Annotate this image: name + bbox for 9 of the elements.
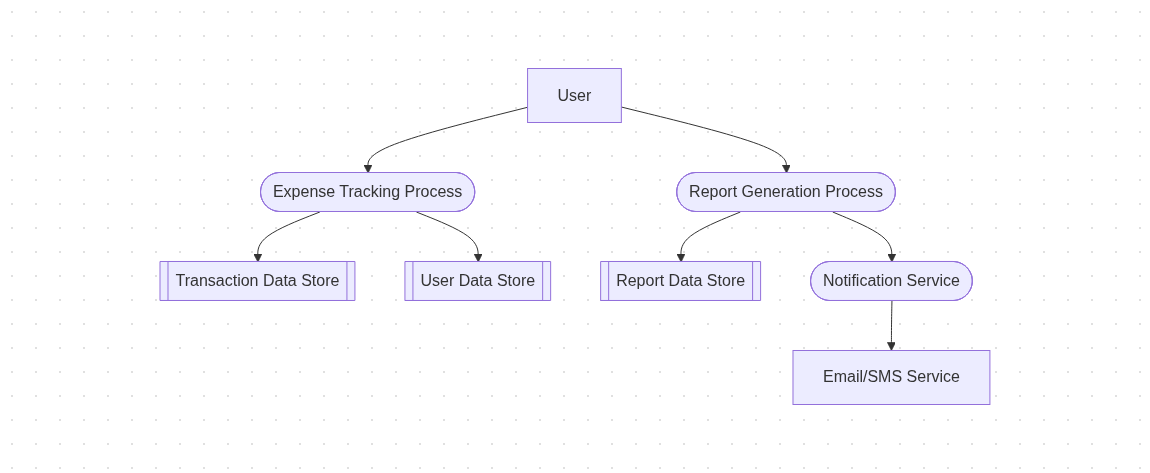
arrow [887, 300, 896, 351]
arrow [832, 211, 897, 263]
arrow [363, 106, 529, 174]
node-box: Email/SMS Service [792, 350, 991, 405]
arrow [620, 106, 791, 174]
node-box: User [527, 68, 622, 123]
arrow [253, 211, 321, 263]
arrow [676, 211, 741, 263]
arrow [415, 211, 483, 263]
